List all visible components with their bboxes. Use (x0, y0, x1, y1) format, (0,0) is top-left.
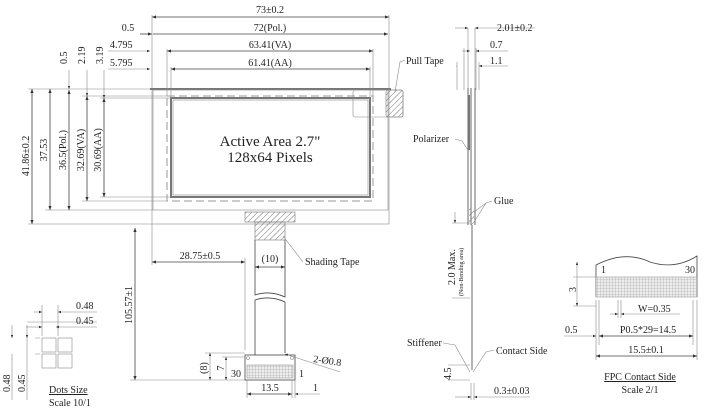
dim-pol-offset: 0.5 (122, 23, 135, 34)
dim-va-offset: 4.795 (110, 40, 133, 51)
fpc-pin-30: 30 (685, 265, 695, 276)
viewing-area (166, 95, 374, 202)
fpc-caption: FPC Contact Side (604, 372, 676, 383)
dim-tail-8: (8) (199, 362, 210, 374)
dim-glass-height: 37.53 (39, 139, 50, 162)
dot-size-h: 0.45 (76, 316, 94, 327)
dots-scale: Scale 10/1 (49, 398, 91, 409)
dim-t2: 1.1 (490, 56, 503, 67)
dim-tail-7: 7 (216, 366, 227, 371)
fpc-tail (244, 354, 296, 381)
dim-aa-width: 61.41(AA) (248, 58, 292, 69)
dim-total-length: 105.57±1 (124, 286, 135, 324)
dots-detail: 0.48 0.45 0.48 0.45 Dots Size Scale 10/1 (2, 301, 97, 409)
dim-tail-margin: 1 (313, 383, 318, 394)
dim-total-height: 41.86±0.2 (21, 136, 32, 177)
fpc-margin: 0.5 (565, 325, 578, 336)
dim-top-aa: 3.19 (95, 47, 106, 65)
pin-1-label: 1 (299, 369, 304, 380)
dim-tail-width: 13.5 (261, 383, 279, 394)
dots-caption: Dots Size (49, 385, 88, 396)
shading-tape-label: Shading Tape (305, 257, 360, 268)
fpc-scale: Scale 2/1 (622, 385, 659, 396)
front-view: Active Area 2.7" 128x64 Pixels Pull Tape… (21, 5, 444, 398)
dim-top-pol: 0.5 (59, 52, 70, 65)
dim-aa-offset: 5.795 (110, 58, 133, 69)
dim-top-va: 2.19 (77, 47, 88, 65)
fpc-total-width: 15.5±0.1 (628, 345, 664, 356)
dim-fpc-offset: 28.75±0.5 (180, 251, 221, 262)
fpc-contacts (246, 364, 294, 379)
dim-total-width: 73±0.2 (256, 5, 284, 16)
dim-stiffener-len: 4.5 (443, 368, 454, 381)
dot-size-v: 0.45 (17, 375, 28, 393)
fpc-cable (254, 240, 286, 355)
fpc-width-w: W=0.35 (638, 304, 671, 315)
pull-tape-label: Pull Tape (406, 56, 444, 67)
side-view: 2.01±0.2 0.7 1.1 Polarizer Glue 2.0 Max.… (407, 23, 548, 400)
dot-pitch-h: 0.48 (76, 301, 94, 312)
pull-tape (385, 89, 404, 118)
dim-va-width: 63.41(VA) (249, 40, 291, 51)
dim-fpc-width: (10) (262, 254, 279, 265)
pin-30-label: 30 (231, 369, 241, 380)
stiffener-label: Stiffener (407, 338, 442, 349)
fpc-contact-detail: 1 30 3 W=0.35 0.5 P0.5*29=14.5 15.5±0.1 … (564, 255, 698, 396)
dim-t1: 0.7 (490, 40, 503, 51)
dim-pol-width: 72(Pol.) (254, 23, 287, 34)
fpc-height: 3 (568, 287, 579, 292)
dim-pol-height: 36.5(Pol.) (58, 130, 69, 170)
bend-note: (Non-Bending area) (458, 248, 465, 296)
fpc-pin-1: 1 (601, 265, 606, 276)
glue-label: Glue (494, 196, 514, 207)
fpc-contact-pads (595, 276, 698, 298)
dim-va-height: 32.69(VA) (76, 129, 87, 171)
dim-holes: 2-Ø0.8 (313, 354, 342, 369)
contact-side-label: Contact Side (496, 346, 548, 357)
polarizer-outline (152, 89, 389, 211)
dim-fpc-thickness: 0.3±0.03 (494, 386, 530, 397)
fpc-pitch: P0.5*29=14.5 (620, 325, 676, 336)
resolution-label: 128x64 Pixels (227, 150, 313, 166)
dim-aa-height: 30.69(AA) (93, 128, 104, 172)
active-area-label: Active Area 2.7" (220, 134, 321, 150)
shading-tape (244, 211, 296, 223)
polarizer-label: Polarizer (413, 134, 450, 145)
dot-pitch-v: 0.48 (2, 375, 13, 393)
active-area (170, 97, 371, 198)
dim-thickness: 2.01±0.2 (497, 23, 533, 34)
bend-max: 2.0 Max. (447, 249, 458, 285)
